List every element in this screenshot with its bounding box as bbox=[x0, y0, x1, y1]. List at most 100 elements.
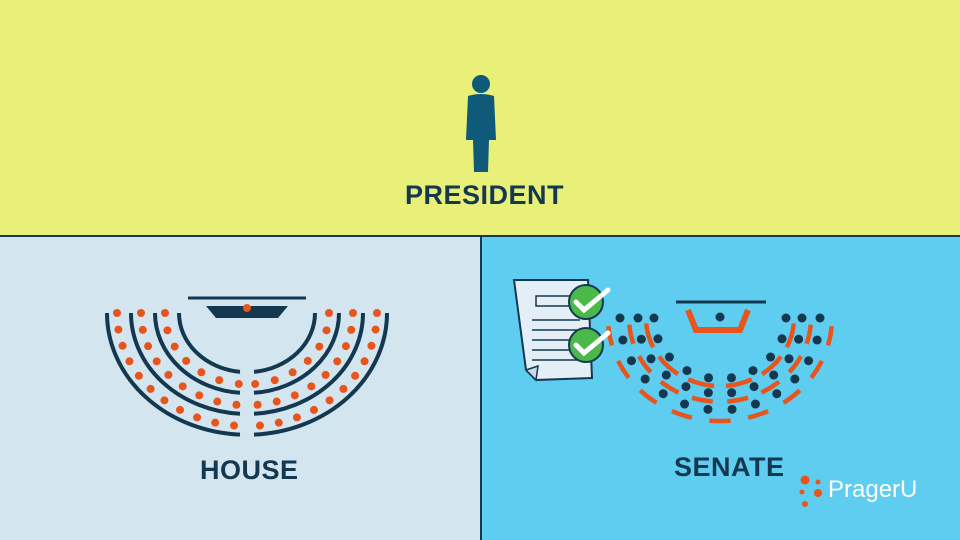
house-bench-arc bbox=[253, 312, 365, 416]
house-seat bbox=[272, 397, 281, 406]
senate-seat bbox=[653, 334, 663, 344]
senate-desk-arc bbox=[627, 324, 636, 345]
senate-desk-arc bbox=[606, 326, 615, 347]
house-seat bbox=[134, 371, 143, 380]
senate-seat bbox=[703, 388, 713, 398]
senate-desk-arc bbox=[825, 326, 834, 347]
senate-seat bbox=[727, 388, 737, 398]
house-seat bbox=[373, 309, 381, 317]
senate-seat bbox=[649, 313, 659, 323]
house-seat bbox=[213, 397, 222, 406]
house-seat bbox=[351, 371, 360, 380]
senate-seat bbox=[626, 356, 636, 366]
prageru-logo: PragerU bbox=[828, 476, 918, 503]
house-seat bbox=[193, 413, 202, 422]
senate-seat bbox=[812, 335, 822, 345]
senate-seat bbox=[797, 313, 807, 323]
house-seat bbox=[163, 326, 172, 335]
senate-seat bbox=[750, 399, 760, 409]
house-chamber bbox=[105, 296, 389, 437]
house-seat bbox=[288, 368, 297, 377]
senate-seat bbox=[658, 389, 668, 399]
house-seat bbox=[152, 357, 161, 366]
house-seat bbox=[333, 357, 342, 366]
house-seat bbox=[325, 309, 333, 317]
senate-seat bbox=[615, 313, 625, 323]
house-seat bbox=[232, 400, 241, 409]
house-bench-arc bbox=[177, 312, 241, 374]
senate-seat bbox=[766, 352, 776, 362]
senate-seat bbox=[769, 370, 779, 380]
house-seat bbox=[176, 405, 185, 414]
senate-seat bbox=[777, 334, 787, 344]
house-seat bbox=[251, 379, 260, 388]
house-seat bbox=[322, 326, 331, 335]
senate-desk-arc bbox=[747, 408, 769, 420]
senate-desk-arc bbox=[784, 323, 797, 349]
house-bench-arc bbox=[253, 312, 317, 374]
house-seat bbox=[341, 342, 350, 351]
senate-seat bbox=[661, 370, 671, 380]
house-seat bbox=[367, 341, 376, 350]
senate-seat bbox=[636, 334, 646, 344]
house-seat bbox=[274, 418, 283, 427]
house-seat bbox=[182, 356, 191, 365]
house-seat bbox=[230, 421, 239, 430]
senate-seat bbox=[804, 356, 814, 366]
house-seat bbox=[161, 309, 169, 317]
senate-desk-arc bbox=[804, 324, 813, 345]
house-bench-arc bbox=[253, 312, 341, 395]
senate-president-seat bbox=[715, 312, 725, 322]
house-seat bbox=[170, 342, 179, 351]
senate-desk-arc bbox=[687, 377, 715, 389]
house-label: HOUSE bbox=[200, 455, 299, 485]
house-seat bbox=[195, 391, 204, 400]
house-seat bbox=[138, 325, 147, 334]
senate-desk-arc bbox=[727, 395, 749, 404]
house-bench-arc bbox=[153, 312, 241, 395]
senate-seat bbox=[682, 366, 692, 376]
senate-desk-arc bbox=[637, 354, 653, 374]
house-seat bbox=[315, 342, 324, 351]
house-seat bbox=[197, 368, 206, 377]
senate-seat bbox=[704, 373, 714, 383]
check-icon bbox=[568, 284, 611, 320]
house-speaker-seat bbox=[243, 304, 251, 312]
president-figure-icon bbox=[466, 75, 496, 172]
house-seat bbox=[160, 396, 169, 405]
house-seat bbox=[137, 309, 145, 317]
house-seat bbox=[113, 309, 121, 317]
senate-seat bbox=[633, 313, 643, 323]
house-seat bbox=[371, 325, 380, 334]
senate-podium bbox=[685, 308, 751, 333]
house-seat bbox=[292, 413, 301, 422]
senate-seat bbox=[749, 382, 759, 392]
senate-seat bbox=[664, 352, 674, 362]
house-seat bbox=[309, 405, 318, 414]
senate-seat bbox=[794, 334, 804, 344]
senate-seat bbox=[646, 354, 656, 364]
senate-seat bbox=[680, 399, 690, 409]
house-seat bbox=[146, 384, 155, 393]
house-seat bbox=[253, 400, 262, 409]
senate-desk-arc bbox=[657, 355, 680, 376]
house-seat bbox=[307, 382, 316, 391]
house-bench-arc bbox=[253, 312, 389, 437]
senate-seat bbox=[727, 404, 737, 414]
senate-desk-arc bbox=[638, 388, 658, 405]
house-seat bbox=[114, 325, 123, 334]
house-seat bbox=[211, 418, 220, 427]
house-seat bbox=[270, 376, 279, 385]
senate-seat bbox=[790, 374, 800, 384]
senate-seat bbox=[640, 374, 650, 384]
house-seat bbox=[303, 356, 312, 365]
senate-seat bbox=[772, 389, 782, 399]
house-seat bbox=[178, 382, 187, 391]
house-seat bbox=[234, 379, 243, 388]
senate-desk-arc bbox=[659, 379, 680, 395]
senate-seat bbox=[618, 335, 628, 345]
senate-desk-arc bbox=[782, 388, 802, 405]
senate-desk-arc bbox=[725, 377, 753, 389]
senate-chamber bbox=[606, 300, 834, 424]
